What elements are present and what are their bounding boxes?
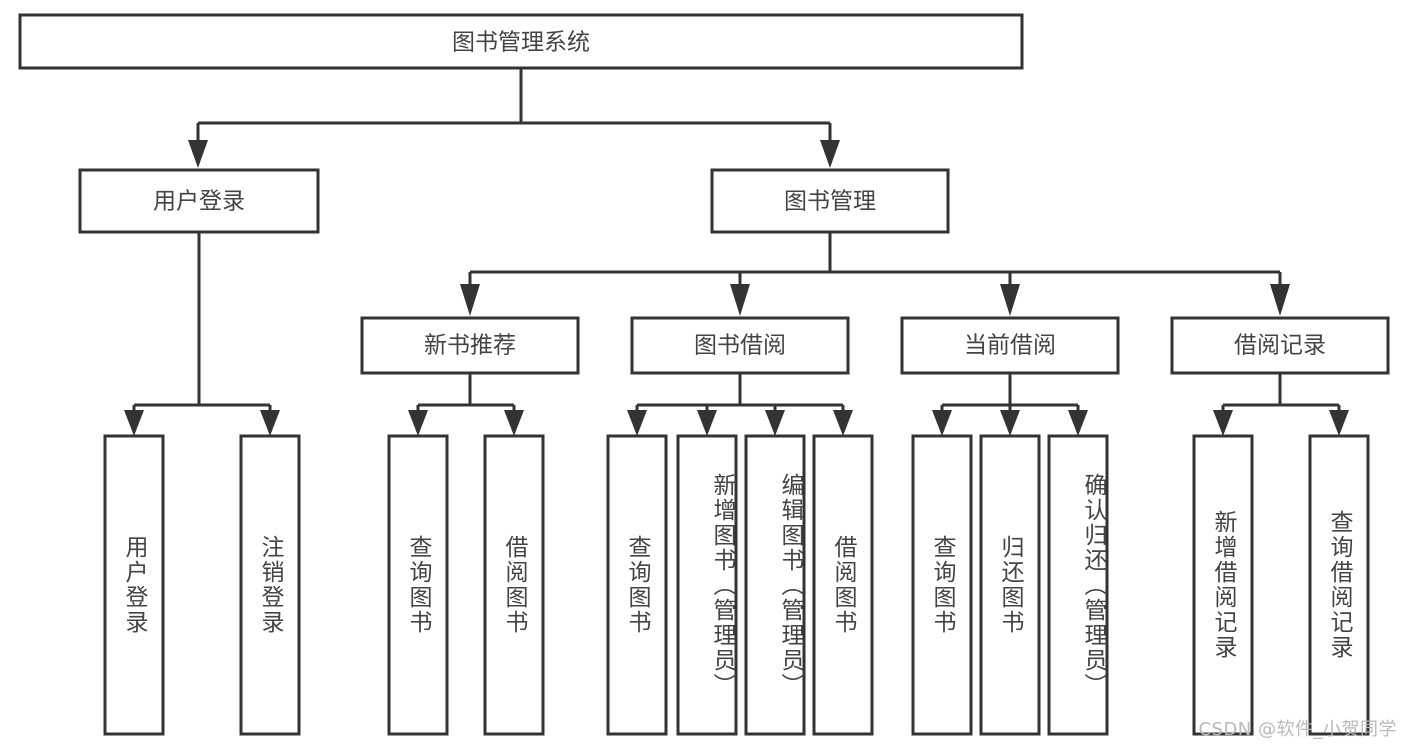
node-current-borrow-label: 当前借阅	[964, 333, 1056, 359]
leaf-box-query-book-2[interactable]	[606, 434, 668, 736]
arrow-to-borrow-records	[1270, 284, 1290, 316]
csdn-watermark: CSDN @软件_小贺同学	[1198, 719, 1397, 740]
arrow-to-user-login	[188, 140, 208, 168]
leaf-box-query-book-3[interactable]	[911, 434, 973, 736]
node-book-borrow-label: 图书借阅	[694, 333, 786, 359]
connector-book-borrow-to-leaves	[627, 373, 853, 436]
arrow-to-new-book	[460, 284, 480, 316]
leaf-box-borrow-book-1[interactable]	[483, 434, 545, 736]
leaf-box-query-book-1[interactable]	[387, 434, 449, 736]
leaf-box-logout[interactable]	[239, 434, 301, 736]
leaf-box-add-record[interactable]	[1192, 434, 1254, 736]
node-book-manage-label: 图书管理	[784, 189, 876, 215]
connector-new-book-to-leaves	[408, 373, 524, 436]
node-root-label: 图书管理系统	[452, 30, 590, 56]
leaf-box-edit-book[interactable]	[744, 434, 806, 736]
leaf-box-add-book[interactable]	[676, 434, 738, 736]
arrow-to-current-borrow	[1000, 284, 1020, 316]
node-user-login-label: 用户登录	[153, 189, 245, 215]
node-user-login-box[interactable]	[78, 168, 320, 234]
node-current-borrow[interactable]: 当前借阅	[900, 316, 1120, 375]
connector-user-login-to-leaves	[124, 232, 280, 436]
node-book-borrow[interactable]: 图书借阅	[630, 316, 850, 375]
leaf-box-return-book[interactable]	[979, 434, 1041, 736]
leaf-box-borrow-book-2[interactable]	[812, 434, 874, 736]
arrow-to-leaf-user-login	[124, 410, 144, 436]
node-borrow-records-label: 借阅记录	[1234, 333, 1326, 359]
connector-current-borrow-to-leaves	[932, 373, 1088, 436]
connector-borrow-records-to-leaves	[1213, 373, 1349, 436]
node-borrow-records[interactable]: 借阅记录	[1170, 316, 1390, 375]
node-new-book-recommend-label: 新书推荐	[424, 333, 516, 359]
leaf-box-query-record[interactable]	[1308, 434, 1370, 736]
leaf-box-confirm-return[interactable]	[1047, 434, 1109, 736]
node-new-book-recommend-box[interactable]	[360, 316, 580, 375]
arrow-to-leaf-logout	[260, 410, 280, 436]
arrow-to-book-borrow	[730, 284, 750, 316]
node-book-manage[interactable]: 图书管理	[710, 168, 950, 234]
node-user-login[interactable]: 用户登录	[78, 168, 320, 234]
leaf-box-user-login[interactable]	[103, 434, 165, 736]
node-root-box[interactable]	[18, 13, 1024, 70]
node-root[interactable]: 图书管理系统	[18, 13, 1024, 70]
node-new-book-recommend[interactable]: 新书推荐	[360, 316, 580, 375]
connector-root-to-level1	[188, 68, 840, 168]
connector-book-manage-to-level2	[460, 232, 1290, 316]
arrow-to-book-manage	[820, 140, 840, 168]
node-current-borrow-box[interactable]	[900, 316, 1120, 375]
